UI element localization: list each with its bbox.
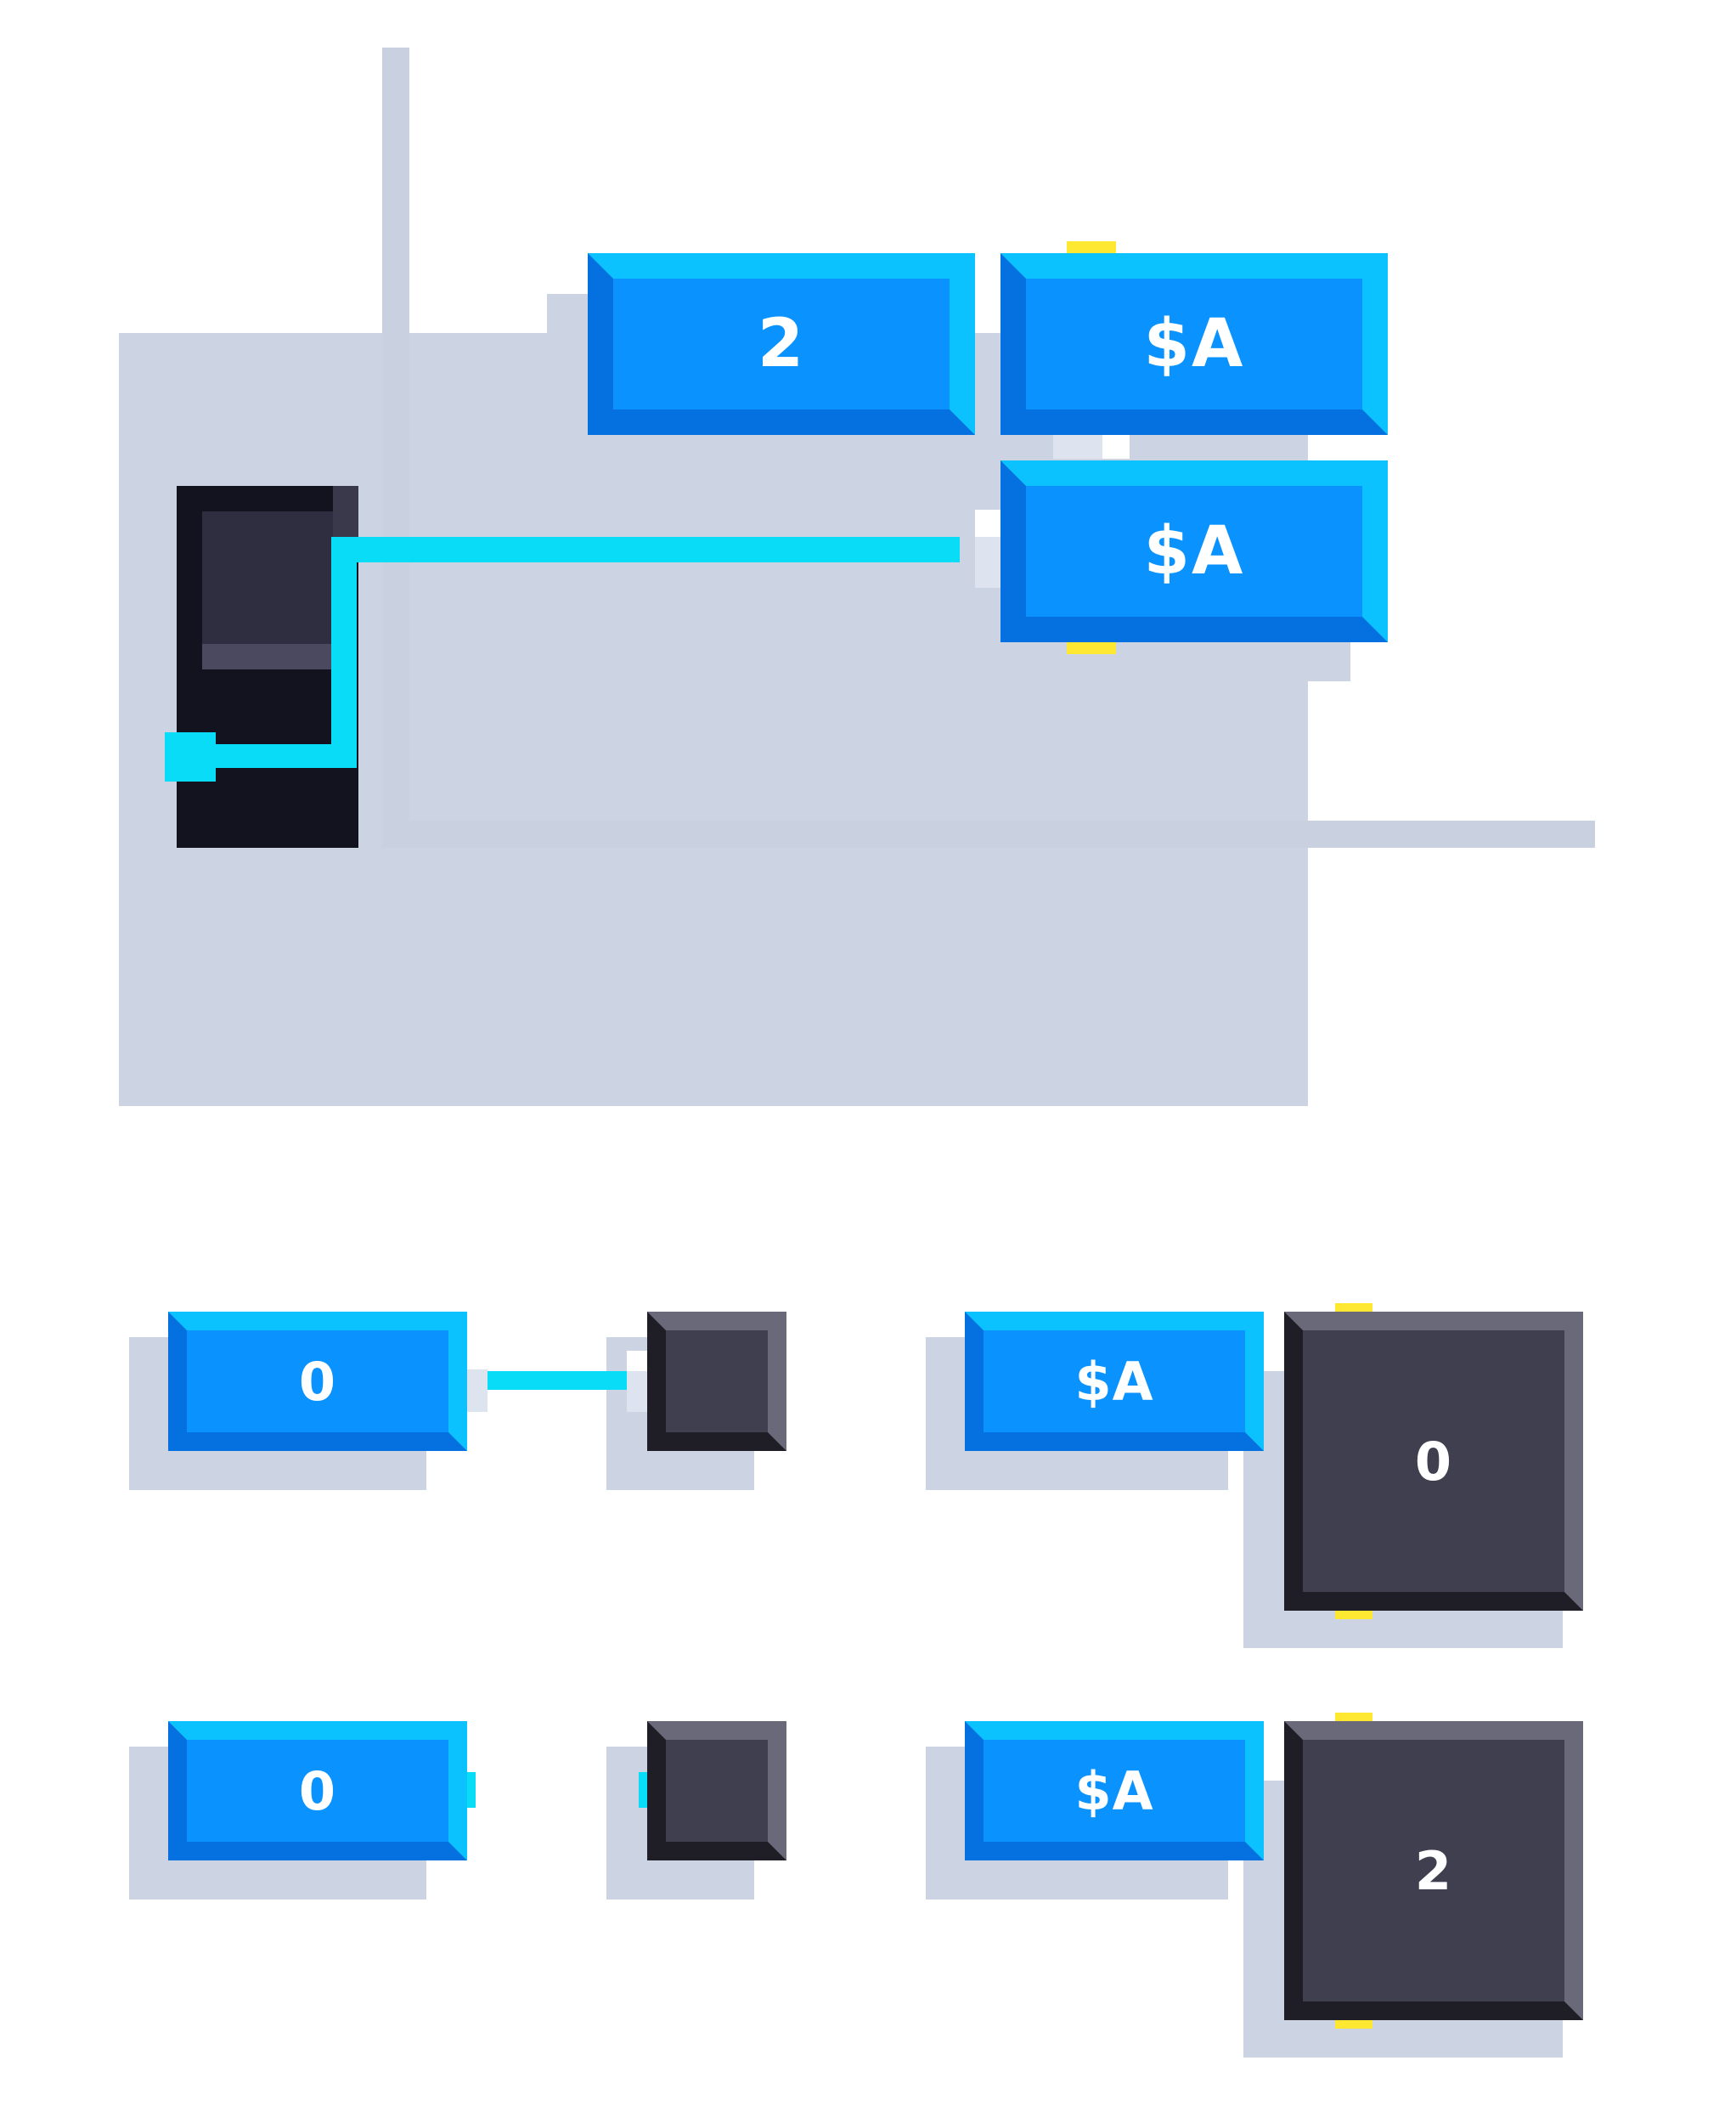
register-block[interactable]: $A [965,1721,1264,1860]
wire-endpoint[interactable] [165,732,216,782]
output-display[interactable]: 0 [1284,1312,1583,1611]
register-block[interactable]: $A [965,1312,1264,1451]
connector-gap [1053,435,1102,459]
output-square-small[interactable] [647,1721,786,1860]
connector-nub [1102,435,1130,459]
input-port[interactable] [1335,1713,1372,1721]
connector-nub [1264,1760,1284,1781]
value-block-label: 2 [757,306,806,382]
panel-frame-vertical [382,48,409,848]
panel-frame-horizontal [382,821,1595,848]
value-block[interactable]: 2 [588,253,975,435]
input-stub[interactable] [639,1772,647,1808]
register-block-lower[interactable]: $A [1000,460,1388,642]
output-display[interactable]: 2 [1284,1721,1583,2020]
switch-device-screen [202,511,333,669]
output-port[interactable] [1067,642,1116,654]
output-display-value: 2 [1414,1839,1453,1902]
connector-nub [975,510,1002,537]
connector-nub [627,1351,647,1371]
register-block-upper[interactable]: $A [1000,253,1388,435]
wire-vertical-segment [331,537,357,768]
wire-connected [488,1371,627,1390]
value-block-label: 0 [298,1759,337,1822]
value-block-label: 0 [298,1350,337,1413]
switch-device[interactable] [177,486,358,848]
connector-nub [1264,1351,1284,1371]
value-block-connected[interactable]: 0 [168,1312,467,1451]
output-port[interactable] [1335,2020,1372,2029]
connector-gap [467,1369,488,1412]
input-port[interactable] [1067,241,1116,253]
switch-device-edge [333,486,358,537]
connector-gap [627,1371,647,1412]
output-port[interactable] [1335,1611,1372,1619]
output-display-value: 0 [1414,1430,1453,1493]
output-square-small[interactable] [647,1312,786,1451]
wire-horizontal-segment [331,537,977,562]
register-block-label: $A [1143,513,1245,590]
connector-nub [975,306,1000,333]
input-port[interactable] [1335,1303,1372,1312]
output-stub[interactable] [467,1772,476,1808]
register-block-label: $A [1143,306,1245,382]
register-block-label: $A [1074,1350,1154,1413]
value-block-disconnected[interactable]: 0 [168,1721,467,1860]
register-block-label: $A [1074,1759,1154,1822]
